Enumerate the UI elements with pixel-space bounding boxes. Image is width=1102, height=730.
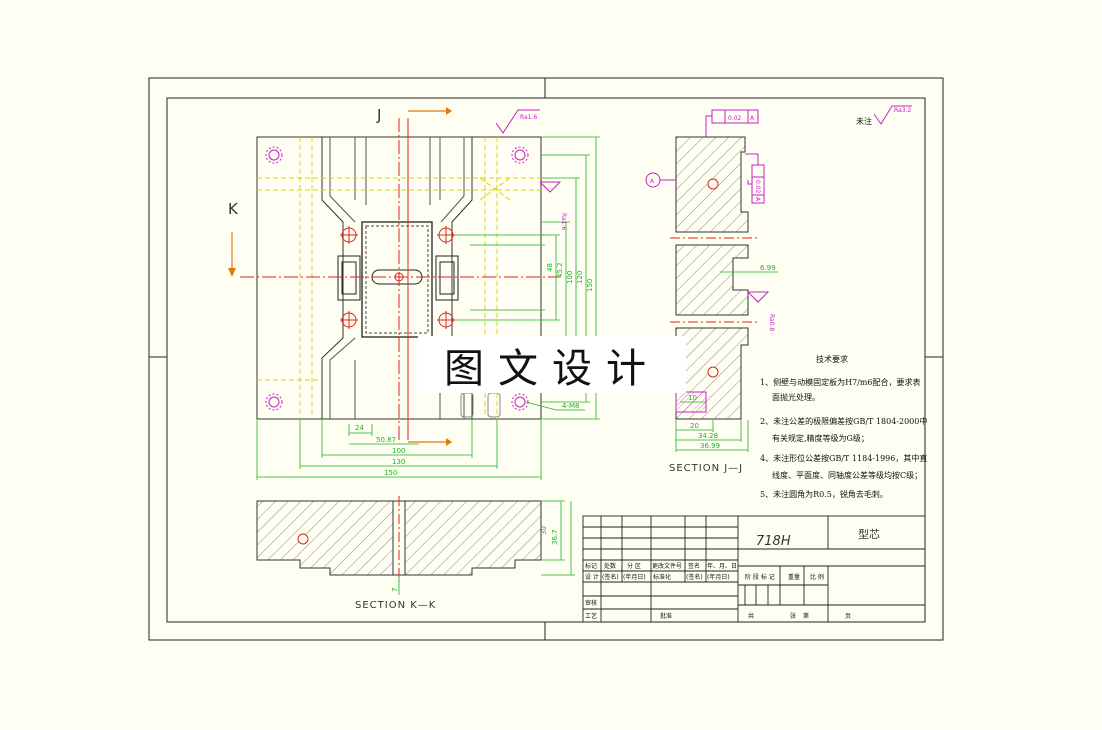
tb-left-label-1: 工艺 — [585, 612, 597, 620]
section-jj-title: SECTION J—J — [669, 463, 743, 474]
tb-left-label-0: 审核 — [585, 599, 597, 607]
tech-item-2: 2、未注公差的极限偏差按GB/T 1804-2000中 — [760, 416, 927, 426]
dim-plan-h-1: 50.87 — [376, 436, 396, 444]
plan-view — [228, 107, 600, 480]
tech-item-6: 5、未注圆角为R0.5，锐角去毛刺。 — [760, 489, 888, 499]
tb-stage-label-1: 重量 — [788, 573, 800, 581]
flatness-datum: A — [750, 115, 755, 122]
section-kk-view — [256, 496, 575, 595]
tb-row2-label-2: (年月日) — [623, 573, 646, 581]
tb-row-label-5: 年、月、日 — [707, 562, 737, 570]
tb-row-label-2: 分 区 — [627, 562, 641, 570]
tb-sheet-label-3: 页 — [845, 613, 851, 620]
flatness-value: 0.02 — [728, 115, 742, 122]
tb-row-label-0: 标记 — [585, 562, 597, 570]
dim-jj-small: 10 — [688, 394, 697, 402]
roughness-side-1: Ra1.6 — [560, 213, 567, 230]
tech-item-5: 线度、平面度、同轴度公差等级均按C级； — [772, 470, 922, 480]
roughness-symbol-corner — [873, 105, 912, 125]
dim-kk-v-1: 36.7 — [551, 529, 559, 545]
title-block-frame — [582, 515, 926, 623]
roughness-main: Ra1.6 — [520, 114, 537, 121]
tb-row2-label-5: (年月日) — [707, 573, 730, 581]
dim-plan-h-2: 100 — [392, 447, 405, 455]
dim-kk-v-0: 30 — [540, 526, 548, 535]
tech-item-4: 4、未注形位公差按GB/T 1184-1996，其中直 — [760, 453, 927, 463]
datum-label: A — [650, 178, 655, 185]
dim-kk-small: 7 — [391, 588, 399, 592]
tb-row2-label-0: 设 计 — [585, 573, 599, 581]
section-kk-title: SECTION K—K — [355, 600, 436, 611]
material-label: 718H — [756, 534, 791, 549]
tb-row2-label-1: (签名) — [602, 573, 619, 581]
dim-plan-h-3: 130 — [392, 458, 405, 466]
dim-plan-v-2: 100 — [566, 271, 574, 284]
roughness-side-2: Ra0.8 — [768, 314, 775, 331]
section-k-label: K — [228, 200, 239, 218]
tech-heading: 技术要求 — [816, 354, 848, 364]
tb-sheet-label-1: 张 — [790, 612, 796, 620]
parallel-datum: A — [754, 197, 761, 202]
dim-jj-h-2: 36.99 — [700, 442, 720, 450]
tb-row2-label-4: (签名) — [686, 573, 703, 581]
tb-approve: 批准 — [660, 612, 672, 620]
tech-item-3: 有关规定,精度等级为G级； — [772, 433, 869, 443]
tb-row-label-4: 签名 — [688, 562, 700, 570]
dim-plan-v-4: 150 — [586, 279, 594, 292]
tb-row-label-3: 更改文件号 — [652, 562, 682, 570]
roughness-corner-value: Ra3.2 — [894, 107, 911, 114]
dim-plan-v-1: 45.2 — [556, 262, 564, 278]
dim-jj-h-1: 34.28 — [698, 432, 718, 440]
note-hole: 4-M8 — [562, 402, 579, 410]
watermark: 图文设计 — [418, 336, 686, 393]
dim-jj-h-0: 20 — [690, 422, 699, 430]
tb-stage-label-2: 比 例 — [810, 573, 824, 581]
dim-plan-v-0: 48 — [546, 263, 554, 272]
tech-item-0: 1、侧壁与动模固定板为H7/m6配合，要求表 — [760, 377, 921, 387]
tb-row2-label-3: 标准化 — [653, 573, 671, 581]
tb-stage-label-0: 阶 段 标 记 — [745, 573, 775, 581]
dim-plan-h-0: 24 — [355, 424, 364, 432]
sheet-border — [148, 77, 944, 641]
section-j-label: J — [376, 106, 381, 124]
tb-sheet-label-0: 共 — [748, 612, 754, 620]
dim-jj-side: 6.99 — [760, 264, 776, 272]
part-name: 型芯 — [858, 527, 880, 541]
tb-row-label-1: 处数 — [604, 562, 616, 570]
section-jj-view — [645, 109, 778, 452]
parallel-value: 0.02 — [754, 180, 761, 194]
roughness-corner-note: 未注 — [856, 116, 872, 126]
tech-item-1: 面抛光处理。 — [772, 392, 820, 402]
dim-plan-v-3: 120 — [576, 271, 584, 284]
dim-plan-h-4: 150 — [384, 469, 397, 477]
tb-sheet-label-2: 第 — [803, 612, 809, 620]
